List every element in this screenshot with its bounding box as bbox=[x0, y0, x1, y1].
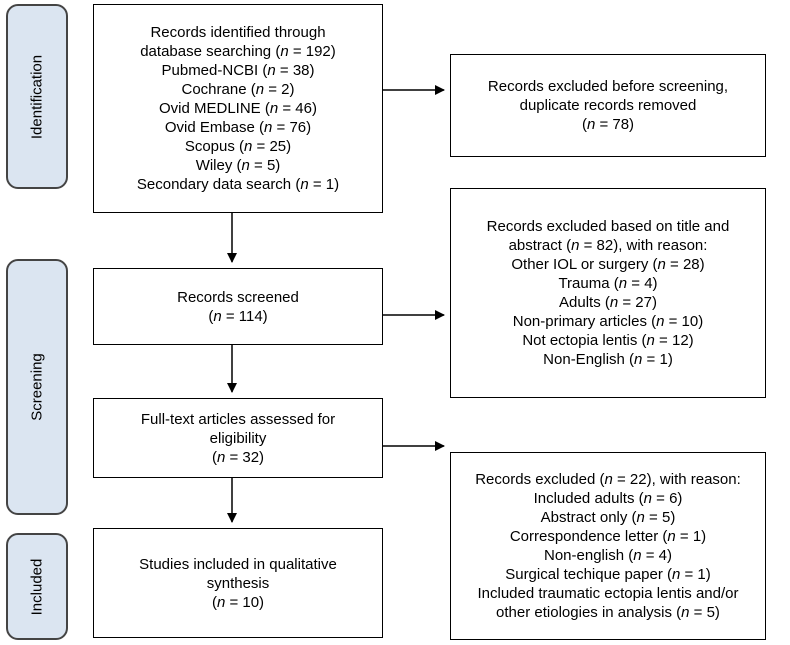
box-text-line: (n = 32) bbox=[211, 448, 265, 466]
phase-label-screening: Screening bbox=[6, 259, 68, 515]
box-text-line: eligibility bbox=[209, 429, 267, 447]
box-text-line: Records excluded before screening, bbox=[487, 78, 729, 95]
box-text-line: Studies included in qualitative bbox=[139, 555, 337, 573]
box-text-line: Wiley (n = 5) bbox=[195, 157, 281, 174]
phase-label-included: Included bbox=[6, 533, 68, 640]
box-text-line: synthesis bbox=[206, 574, 270, 592]
box-text-line: Trauma (n = 4) bbox=[558, 275, 658, 292]
box-text-line: Adults (n = 27) bbox=[559, 294, 657, 311]
box-text-line: Correspondence letter (n = 1) bbox=[509, 528, 707, 545]
phase-included-text: Included bbox=[28, 558, 46, 615]
box-text-line: (n = 78) bbox=[581, 116, 635, 133]
box-text-line: Scopus (n = 25) bbox=[184, 138, 292, 155]
box-text-line: (n = 114) bbox=[208, 307, 268, 325]
box-text-line: Non-primary articles (n = 10) bbox=[512, 313, 704, 330]
box-text-line: Included adults (n = 6) bbox=[533, 490, 683, 507]
box-text-line: database searching (n = 192) bbox=[140, 43, 336, 60]
box-text-line: Secondary data search (n = 1) bbox=[136, 176, 340, 193]
box-text-line: Non-English (n = 1) bbox=[543, 351, 673, 368]
box-text-line: Surgical techique paper (n = 1) bbox=[505, 566, 711, 583]
phase-identification-text: Identification bbox=[28, 54, 46, 139]
box-records-excluded-duplicates: Records excluded before screening, duplic… bbox=[450, 54, 766, 157]
phase-screening-text: Screening bbox=[28, 353, 46, 421]
box-text-line: Other IOL or surgery (n = 28) bbox=[511, 256, 705, 273]
box-text-line: other etiologies in analysis (n = 5) bbox=[496, 604, 720, 621]
box-records-screened: Records screened(n = 114) bbox=[93, 268, 383, 345]
box-text-line: Records screened bbox=[177, 288, 299, 306]
box-text-line: Full-text articles assessed for bbox=[140, 410, 336, 428]
box-text-line: abstract (n = 82), with reason: bbox=[508, 237, 708, 254]
box-text-line: duplicate records removed bbox=[519, 97, 697, 114]
box-text-line: Not ectopia lentis (n = 12) bbox=[522, 332, 694, 349]
box-text-line: Records excluded (n = 22), with reason: bbox=[475, 471, 741, 488]
box-text-line: Pubmed-NCBI (n = 38) bbox=[161, 62, 315, 79]
box-text-line: Ovid MEDLINE (n = 46) bbox=[159, 100, 317, 117]
phase-label-identification: Identification bbox=[6, 4, 68, 189]
box-text-line: (n = 10) bbox=[211, 593, 265, 611]
box-text-line: Abstract only (n = 5) bbox=[540, 509, 676, 526]
box-text-line: Ovid Embase (n = 76) bbox=[164, 119, 312, 136]
box-records-excluded-fulltext: Records excluded (n = 22), with reason: I… bbox=[450, 452, 766, 640]
box-text-line: Records excluded based on title and bbox=[486, 218, 730, 235]
box-text-line: Cochrane (n = 2) bbox=[181, 81, 295, 98]
box-text-line: Records identified through bbox=[150, 24, 326, 41]
box-text-line: Non-english (n = 4) bbox=[544, 547, 672, 564]
box-text-line: Included traumatic ectopia lentis and/or bbox=[477, 585, 739, 602]
box-records-identified: Records identified through database searc… bbox=[93, 4, 383, 213]
box-records-excluded-title-abstract: Records excluded based on title and abstr… bbox=[450, 188, 766, 398]
